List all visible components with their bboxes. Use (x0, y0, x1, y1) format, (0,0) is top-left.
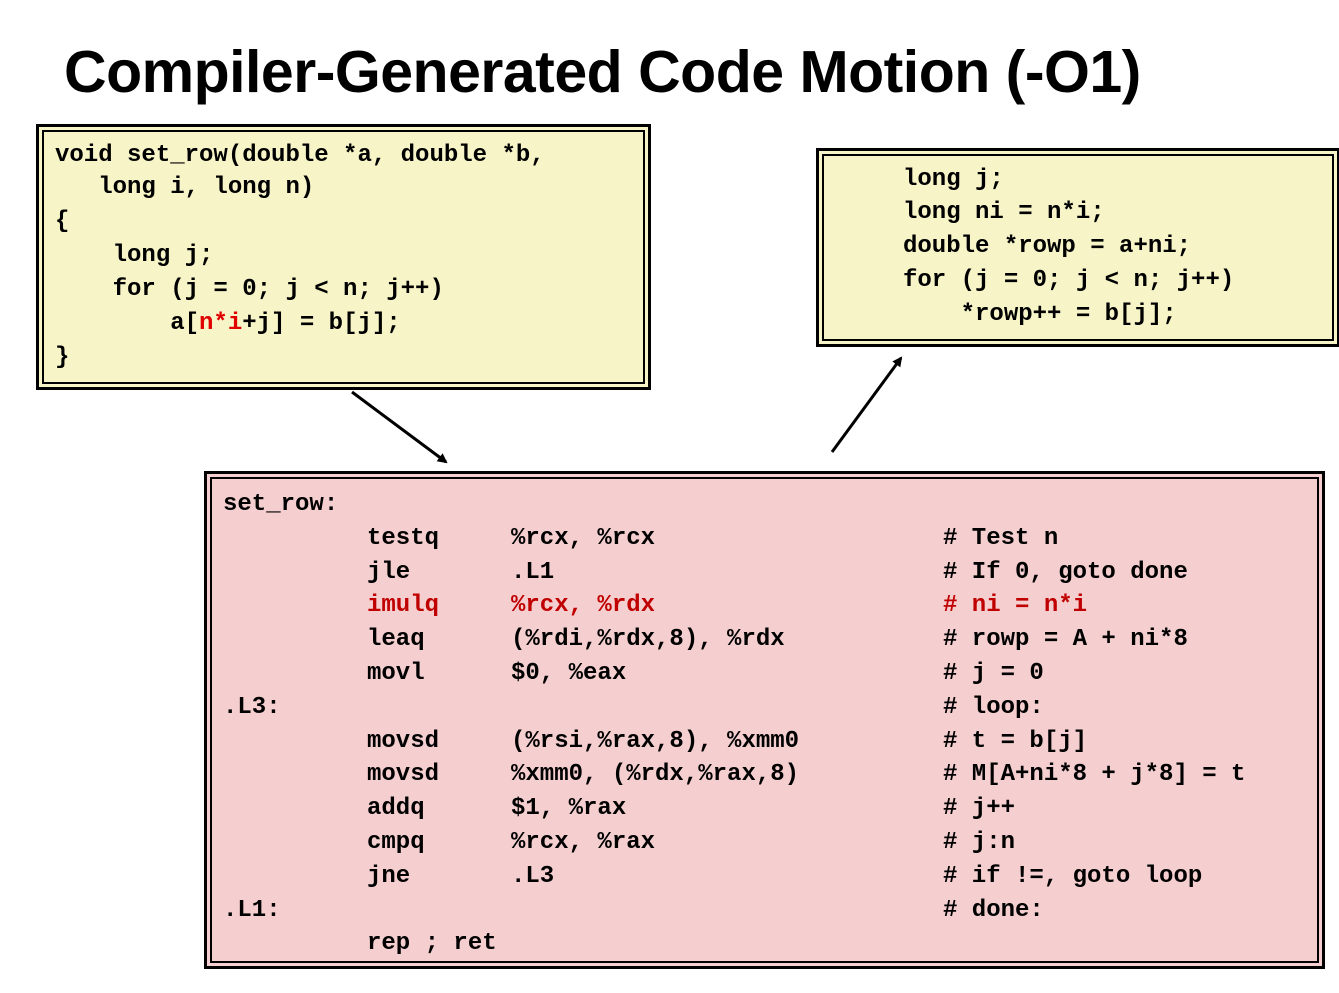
asm-opcode: rep ; ret (367, 930, 497, 958)
asm-operands: (%rsi,%rax,8), %xmm0 (511, 727, 800, 755)
asm-comment: # t = b[j] (943, 727, 1088, 755)
code-fragment: a[ (55, 310, 200, 337)
code-line: long j; (903, 166, 1004, 193)
asm-opcode: addq (367, 795, 425, 823)
code-line: long i, long n) (55, 174, 315, 201)
asm-comment: # If 0, goto done (943, 558, 1188, 586)
asm-operands: %rcx, %rdx (511, 592, 656, 620)
code-line: *rowp++ = b[j]; (903, 301, 1177, 328)
asm-opcode: leaq (367, 626, 425, 654)
asm-label: .L3: (223, 693, 281, 721)
code-line: } (55, 344, 70, 371)
arrow-to-assembly (351, 390, 448, 464)
asm-label: .L1: (223, 896, 281, 924)
code-line: long ni = n*i; (903, 199, 1105, 226)
asm-operands: $0, %eax (511, 660, 627, 687)
asm-opcode: testq (367, 524, 440, 552)
asm-operands: %rcx, %rcx (511, 524, 656, 552)
asm-operands: %xmm0, (%rdx,%rax,8) (511, 761, 800, 789)
asm-opcode: imulq (367, 592, 440, 620)
code-line: double *rowp = a+ni; (903, 233, 1192, 260)
asm-operands: .L1 (511, 558, 555, 586)
asm-label: set_row: (223, 491, 339, 518)
asm-comment: # done: (943, 896, 1044, 924)
optimized-code-box: long j; long ni = n*i; double *rowp = a+… (816, 148, 1339, 347)
code-line: for (j = 0; j < n; j++) (55, 276, 444, 303)
asm-comment: # ni = n*i (943, 592, 1088, 620)
asm-operands: $1, %rax (511, 795, 627, 823)
asm-opcode: movsd (367, 727, 440, 755)
asm-comment: # Test n (943, 524, 1059, 552)
asm-comment: # rowp = A + ni*8 (943, 626, 1188, 654)
asm-opcode: movl (367, 660, 425, 687)
asm-opcode: movsd (367, 761, 440, 789)
asm-opcode: jle (367, 558, 411, 586)
asm-comment: # j++ (943, 795, 1016, 823)
assembly-box: set_row:testq %rcx, %rcx # Test n jle .L1 # I… (204, 471, 1325, 969)
code-line-highlighted: a[n*i+j] = b[j]; (55, 309, 401, 339)
highlighted-expression: n*i (199, 310, 243, 337)
asm-comment: # j = 0 (943, 660, 1044, 687)
code-fragment: +j] = b[j]; (242, 310, 401, 337)
asm-comment: # M[A+ni*8 + j*8] = t (943, 761, 1246, 789)
asm-operands: %rcx, %rax (511, 829, 656, 856)
asm-opcode: jne (367, 862, 411, 890)
asm-operands: .L3 (511, 862, 555, 890)
asm-opcode: cmpq (367, 829, 425, 856)
asm-operands: (%rdi,%rdx,8), %rdx (511, 626, 785, 654)
code-line: void set_row(double *a, double *b, (55, 142, 545, 169)
c-source-box: void set_row(double *a, double *b, long … (36, 124, 651, 390)
asm-comment: # loop: (943, 693, 1044, 721)
code-line: long j; (55, 242, 214, 269)
asm-comment: # j:n (943, 829, 1016, 856)
page-title: Compiler-Generated Code Motion (-O1) (64, 39, 1141, 105)
asm-comment: # if !=, goto loop (943, 862, 1203, 890)
code-line: for (j = 0; j < n; j++) (903, 267, 1235, 294)
arrow-to-optimized (830, 356, 903, 453)
code-line: { (55, 208, 70, 235)
